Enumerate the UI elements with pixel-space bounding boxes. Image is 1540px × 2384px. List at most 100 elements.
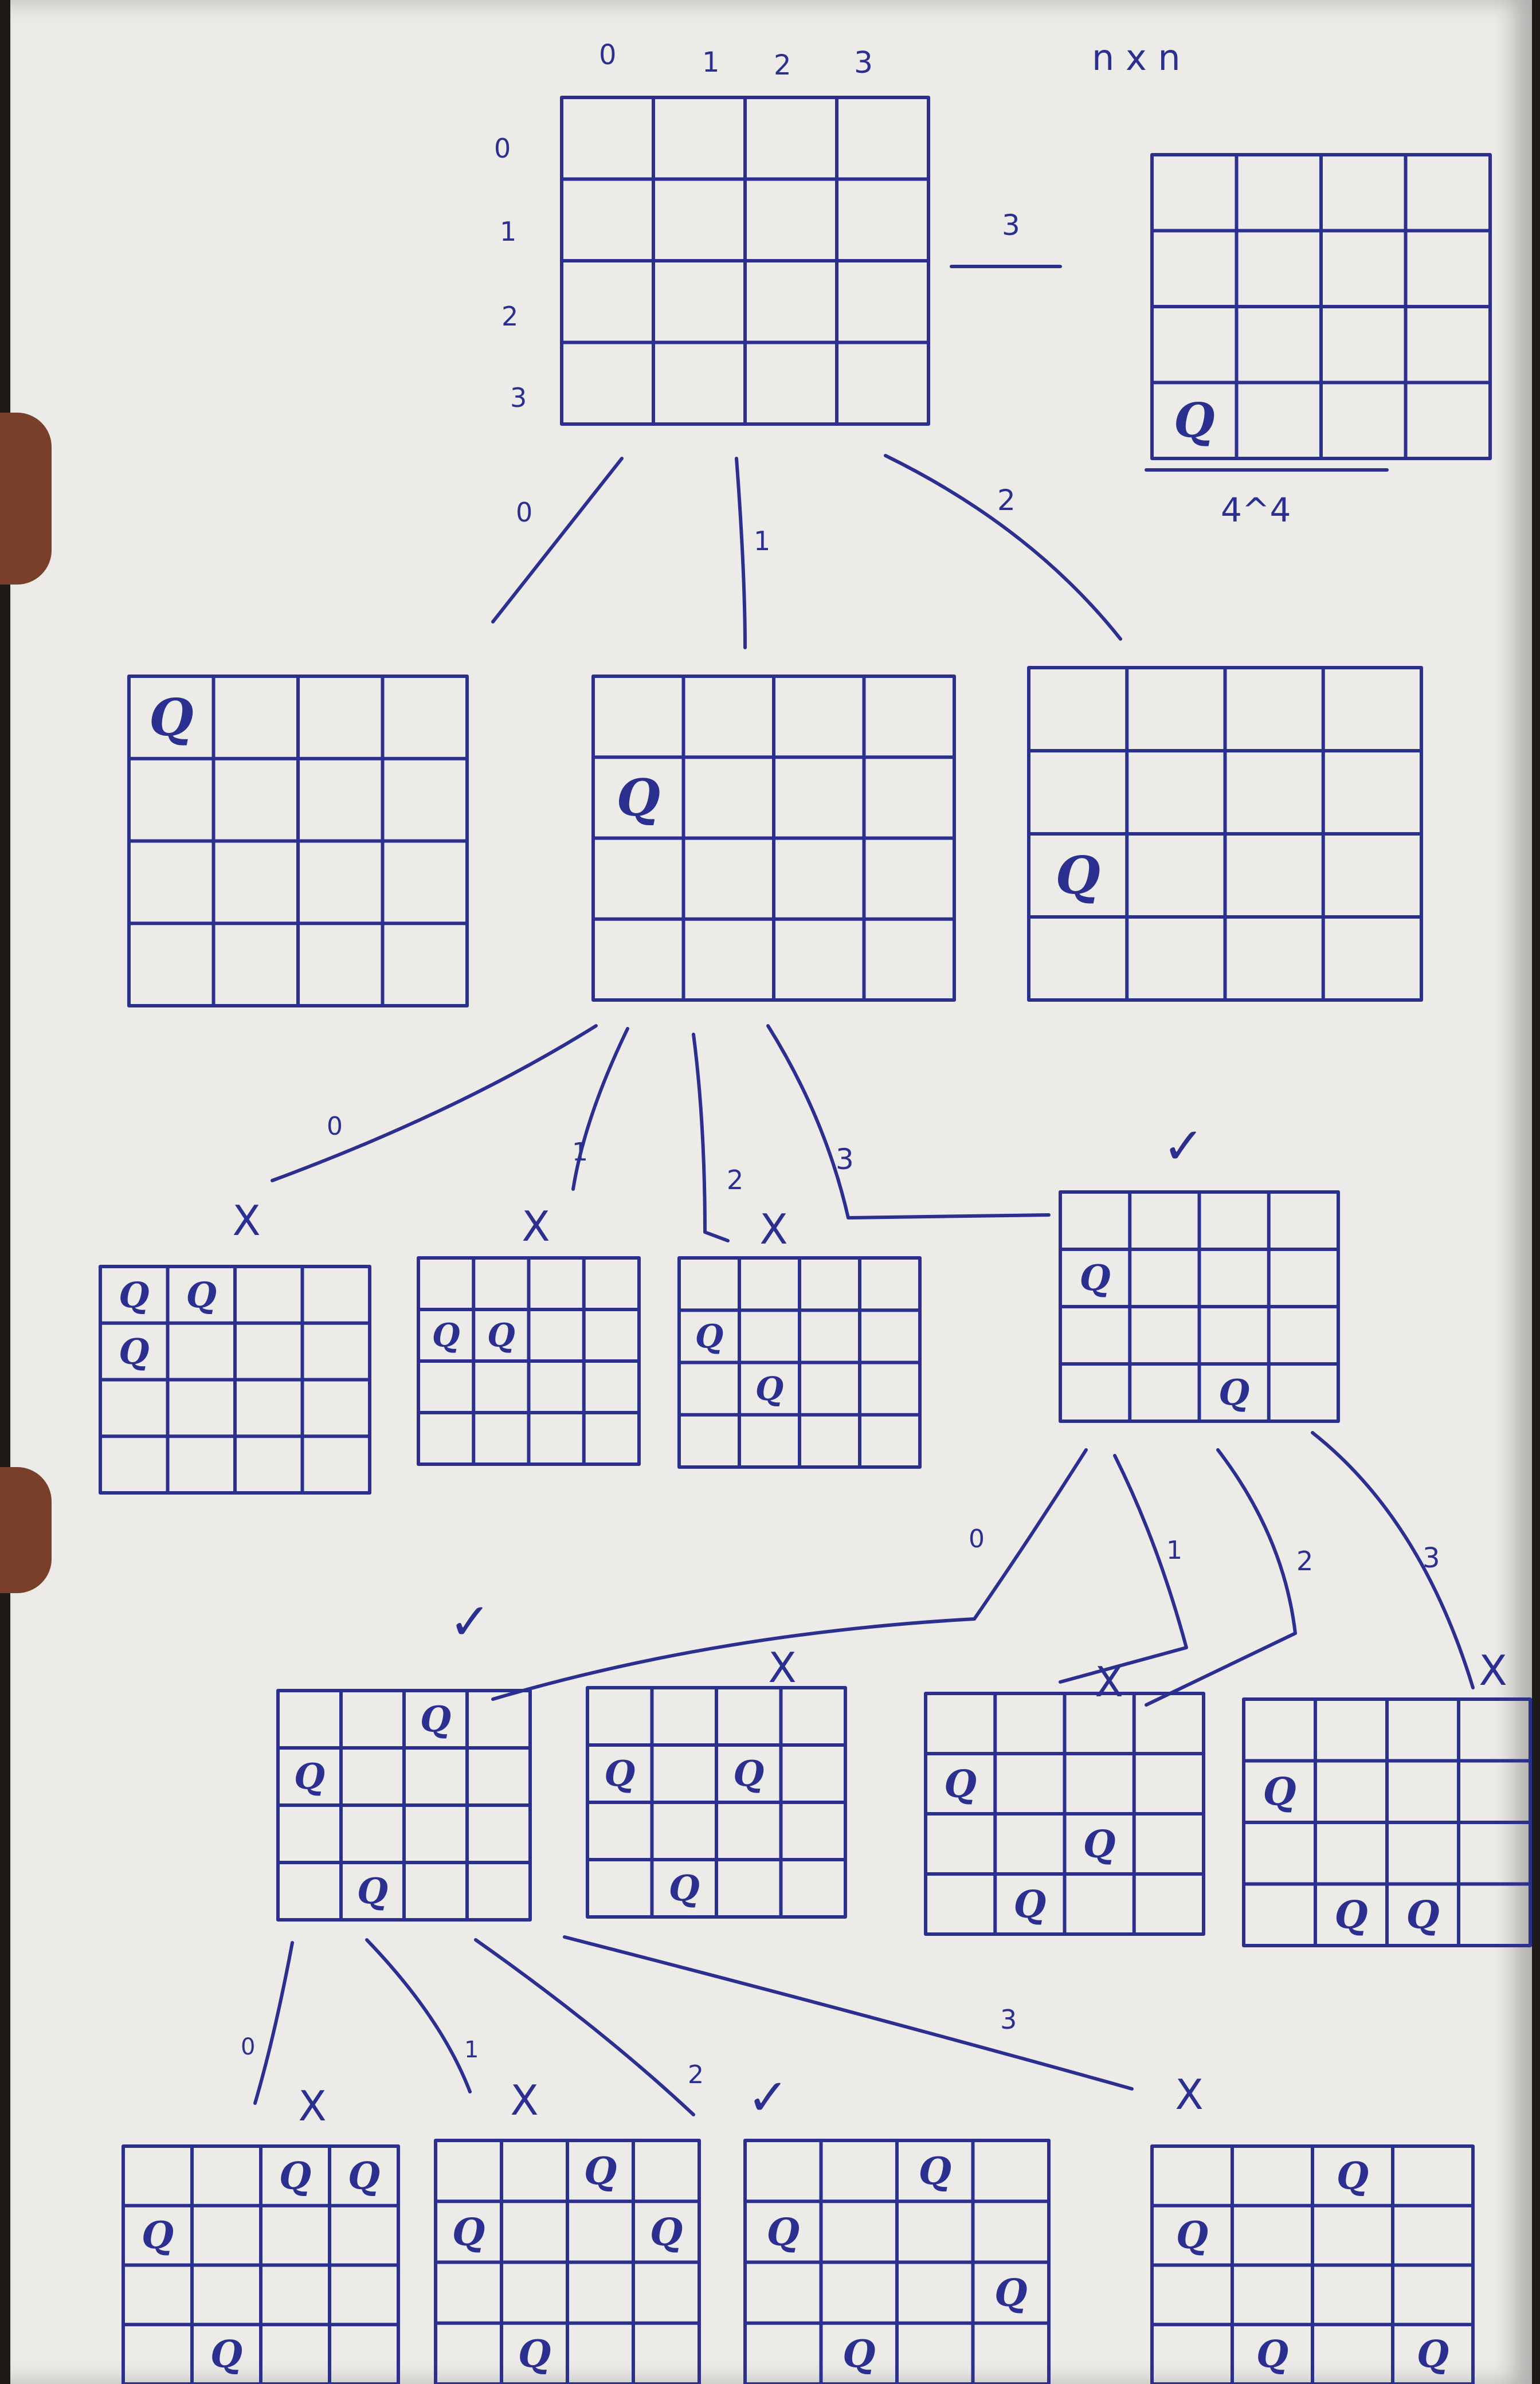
edge-label-l2-2: 2 <box>1296 1546 1313 1577</box>
queen-r3-c1: Q <box>1014 1883 1047 1926</box>
col-index-0: 0 <box>599 39 617 71</box>
board-l1a: Q <box>127 675 469 1007</box>
row-index-0: 0 <box>494 133 511 164</box>
queen-r1-c0: Q <box>294 1756 325 1798</box>
queen-r1-c0: Q <box>119 1332 149 1373</box>
queen-r1-c3: Q <box>650 2209 683 2254</box>
board-l2c: QQ <box>677 1256 922 1469</box>
queen-r3-c1: Q <box>357 1871 388 1912</box>
check-mark-l2d: ✓ <box>1162 1116 1205 1175</box>
queen-r2-c1: Q <box>755 1370 783 1408</box>
board-l1c: Q <box>1027 666 1423 1002</box>
board-l2d: QQ <box>1059 1190 1340 1423</box>
queen-r1-c1: Q <box>487 1318 515 1355</box>
queen-r0-c3: Q <box>348 2155 380 2198</box>
queen-r3-c1: Q <box>518 2331 551 2376</box>
edge-label-l2-0: 0 <box>969 1524 985 1554</box>
board-l3b: Q Q Q <box>586 1686 847 1919</box>
board-root <box>560 96 930 426</box>
queen-r2-c2: Q <box>1083 1822 1116 1866</box>
queen-r0-c0: Q <box>149 688 194 748</box>
queen-r3-c1: Q <box>669 1868 700 1909</box>
col-index-1: 1 <box>702 46 720 79</box>
queen-r1-c0: Q <box>604 1753 635 1795</box>
edge-label-l3-3: 3 <box>1000 2004 1017 2035</box>
queen-r2-c3: Q <box>994 2271 1027 2315</box>
queen-r1-c2: Q <box>733 1753 764 1795</box>
queen-r0-c2: Q <box>1337 2155 1369 2198</box>
queen-r0-c0: Q <box>119 1275 149 1316</box>
cross-mark-l2c: X <box>759 1205 787 1253</box>
board-side: Q <box>1150 153 1492 460</box>
tree-edges <box>253 454 1475 2116</box>
queen-r1-c0: Q <box>1080 1257 1111 1299</box>
row-index-3: 3 <box>510 382 527 413</box>
queen-r3-c2: Q <box>1218 1372 1249 1414</box>
cross-mark-l4d: X <box>1175 2071 1203 2119</box>
row-index-2: 2 <box>501 301 518 332</box>
board-l3c: QQQ <box>924 1692 1205 1936</box>
queen-r0-c2: Q <box>584 2148 617 2193</box>
edge-label-l2-1: 1 <box>1166 1536 1182 1565</box>
queen-r3-c3: Q <box>1417 2334 1449 2377</box>
queen-r3-c1: Q <box>1256 2334 1288 2377</box>
check-mark-l3a: ✓ <box>449 1592 491 1651</box>
thumb-top <box>0 413 52 585</box>
four-power: 4^4 <box>1221 491 1291 530</box>
check-mark-l4c: ✓ <box>747 2068 789 2127</box>
thumb-bottom <box>0 1467 52 1593</box>
col-index-3: 3 <box>854 46 873 80</box>
col-index-2: 2 <box>774 49 791 81</box>
edge-label-l3-1: 1 <box>464 2037 479 2063</box>
board-l4d: Q Q Q Q <box>1150 2144 1475 2384</box>
queen-r1-c0: Q <box>452 2209 485 2254</box>
edge-label-l3-2: 2 <box>688 2060 704 2089</box>
cross-mark-l3b: X <box>768 1644 796 1692</box>
edge-label-top-2: 2 <box>997 484 1016 517</box>
board-l1b: Q <box>591 675 956 1002</box>
edge-labels: 0 1 2 0 1 2 3 0 1 2 3 0 1 2 3 <box>241 484 1440 2089</box>
cross-mark-l4b: X <box>510 2076 538 2124</box>
queen-r1-c0: Q <box>432 1318 460 1355</box>
size-label: n x n <box>1092 37 1181 79</box>
edge-label-top-0: 0 <box>516 497 532 528</box>
edge-label-l2-3: 3 <box>1423 1542 1440 1574</box>
edge-label-l3-0: 0 <box>241 2034 255 2060</box>
queen-r1-c0: Q <box>142 2214 174 2257</box>
queen-r1-c0: Q <box>1263 1769 1296 1814</box>
cross-mark-l4a: X <box>298 2082 326 2130</box>
queen-r0-c2: Q <box>919 2148 951 2193</box>
edge-label-l1-0: 0 <box>327 1112 343 1141</box>
queen-r3-c1: Q <box>843 2331 875 2376</box>
queen-r0-c1: Q <box>186 1275 217 1316</box>
queen-r1-c0: Q <box>1176 2214 1208 2257</box>
edge-label-top-1: 1 <box>754 526 770 556</box>
queen-r3-c0: Q <box>1174 394 1215 449</box>
cross-mark-l3c: X <box>1095 1658 1123 1706</box>
queen-r0-c2: Q <box>420 1699 451 1740</box>
cross-mark-l3d: X <box>1479 1646 1507 1695</box>
queen-r1-c0: Q <box>617 768 660 828</box>
row-index-1: 1 <box>500 216 516 247</box>
board-l4c: Q Q Q Q <box>743 2139 1051 2384</box>
queen-r1-c0: Q <box>695 1318 723 1356</box>
queen-r1-c0: Q <box>767 2209 800 2254</box>
queen-r3-c1: Q <box>1334 1892 1367 1938</box>
queen-r3-c2: Q <box>1406 1892 1439 1938</box>
cross-mark-l2a: X <box>232 1197 260 1245</box>
queen-r1-c0: Q <box>944 1762 977 1806</box>
edge-label-l1-1: 1 <box>572 1138 588 1167</box>
edge-label-l1-2: 2 <box>727 1164 743 1195</box>
queen-r2-c0: Q <box>1055 846 1100 906</box>
queen-r3-c1: Q <box>210 2334 242 2377</box>
edge-label-l1-3: 3 <box>836 1143 854 1176</box>
queen-r0-c2: Q <box>279 2155 311 2198</box>
side-number: 3 <box>1002 209 1020 242</box>
